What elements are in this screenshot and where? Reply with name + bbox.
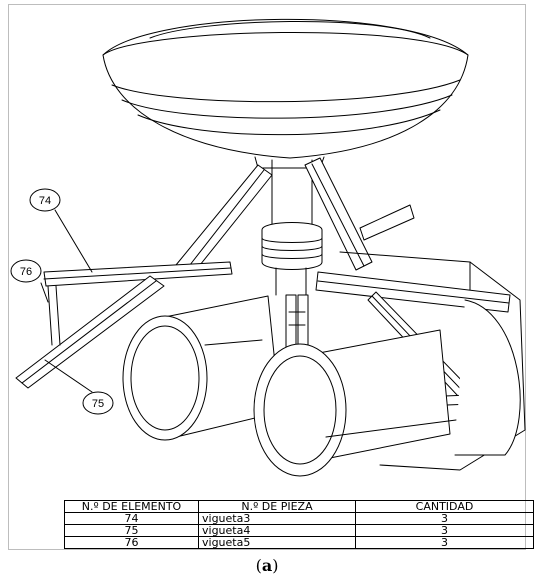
nozzle-left	[122, 295, 281, 441]
cell-part-number: vigueta5	[198, 536, 356, 549]
table-row: 75 vigueta4 3	[64, 524, 534, 537]
callout-74-label: 74	[39, 195, 51, 207]
callout-75: 75	[82, 391, 114, 415]
header-part-number: N.º DE PIEZA	[198, 500, 356, 513]
bill-of-materials-table: N.º DE ELEMENTO N.º DE PIEZA CANTIDAD 74…	[64, 500, 534, 549]
cell-quantity: 3	[355, 512, 534, 525]
callout-76: 76	[10, 259, 42, 283]
dome-cap	[102, 18, 469, 169]
callout-74: 74	[29, 188, 61, 212]
callout-75-label: 75	[92, 398, 104, 410]
header-element-number: N.º DE ELEMENTO	[64, 500, 199, 513]
cell-part-number: vigueta4	[198, 524, 356, 537]
callout-76-label: 76	[20, 266, 32, 278]
rear-housing	[339, 251, 526, 471]
leader-lines	[40, 209, 93, 393]
leader-74	[54, 209, 93, 273]
cell-quantity: 3	[355, 524, 534, 537]
cell-element-number: 76	[64, 536, 199, 549]
cell-part-number: vigueta3	[198, 512, 356, 525]
table-row: 74 vigueta3 3	[64, 512, 534, 525]
central-column	[261, 159, 323, 366]
table-header-row: N.º DE ELEMENTO N.º DE PIEZA CANTIDAD	[64, 500, 534, 513]
figure-caption: (a)	[0, 556, 534, 575]
nozzle-right	[253, 329, 457, 477]
cell-quantity: 3	[355, 536, 534, 549]
caption-letter: a	[261, 556, 273, 575]
cell-element-number: 74	[64, 512, 199, 525]
cell-element-number: 75	[64, 524, 199, 537]
caption-close-paren: )	[272, 556, 279, 575]
leader-75	[44, 359, 93, 393]
caption-open-paren: (	[255, 556, 262, 575]
header-quantity: CANTIDAD	[355, 500, 534, 513]
leader-76	[40, 282, 49, 303]
nozzle-far	[454, 299, 521, 456]
table-row: 76 vigueta5 3	[64, 536, 534, 549]
